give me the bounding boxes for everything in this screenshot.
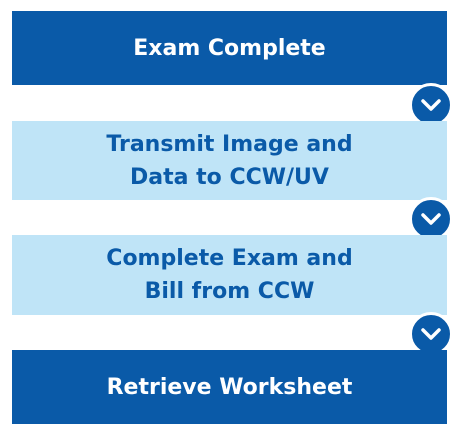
step-exam-complete: Exam Complete bbox=[12, 11, 447, 85]
step-label: Complete Exam and Bill from CCW bbox=[106, 246, 353, 304]
step-label: Transmit Image and Data to CCW/UV bbox=[106, 131, 353, 190]
step-label: Retrieve Worksheet bbox=[106, 374, 353, 400]
step-complete-exam: Complete Exam and Bill from CCW bbox=[12, 235, 447, 315]
chevron-down-icon-glyph bbox=[421, 99, 441, 111]
chevron-down-icon-glyph bbox=[421, 328, 441, 340]
chevron-down-icon-glyph bbox=[421, 213, 441, 225]
step-retrieve-worksheet: Retrieve Worksheet bbox=[12, 350, 447, 424]
step-label: Exam Complete bbox=[133, 35, 326, 61]
step-transmit-image: Transmit Image and Data to CCW/UV bbox=[12, 121, 447, 200]
